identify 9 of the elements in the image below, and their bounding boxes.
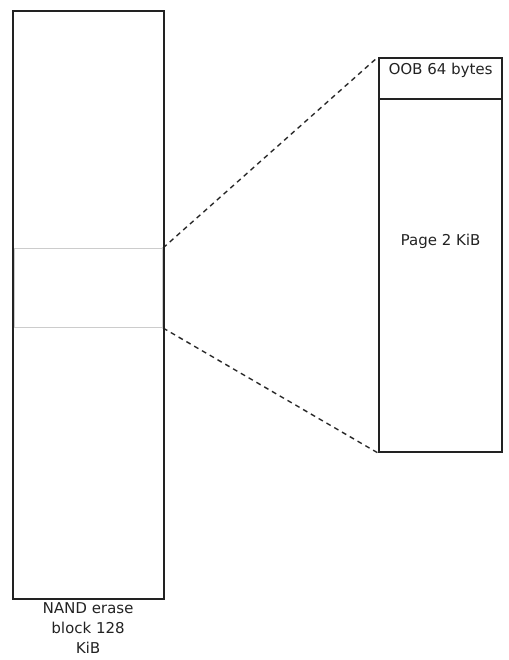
oob-area-box: [378, 57, 503, 100]
page-area-box: [378, 98, 503, 453]
zoom-line: [162, 56, 378, 249]
zoom-line: [162, 327, 378, 454]
area-label: Page 2 KiB: [400, 230, 482, 250]
erase-block: [12, 10, 165, 600]
page-slice: [14, 248, 163, 328]
area-label: OOB 64 bytes: [388, 59, 494, 79]
block-caption: NAND erase block 128 KiB: [42, 598, 134, 658]
